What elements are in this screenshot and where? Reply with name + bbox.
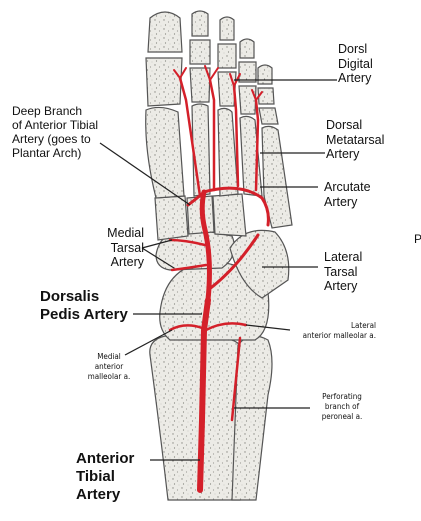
tarsal-bones <box>154 193 290 341</box>
metatarsal-vessel-2 <box>208 78 216 192</box>
digital-vessel-2 <box>204 65 219 81</box>
arcuate-vessel <box>202 186 270 227</box>
phalanx-bones <box>145 10 279 125</box>
label-medial-anterior-malleolar: Medial anterior malleolar a. <box>87 352 131 381</box>
toe-1-distal-phalanx <box>147 11 183 53</box>
metatarsal-3-bone <box>217 107 239 197</box>
toe-4-distal-phalanx <box>239 38 255 59</box>
label-lateral-anterior-malleolar: Lateral anterior malleolar a. <box>302 321 376 340</box>
toe-5-distal-phalanx <box>257 64 273 85</box>
metatarsal-vessel-4 <box>254 98 260 192</box>
label-edge-fragment: P <box>414 232 421 246</box>
label-arcuate-artery: Arcutate Artery <box>324 180 371 209</box>
medial-tarsal-vessel-1 <box>168 238 207 247</box>
cuneiform-medial-bone <box>154 195 189 241</box>
leg-bones <box>149 335 273 501</box>
medial-malleolar-vessel <box>168 324 204 332</box>
label-anterior-tibial-artery: Anterior Tibial Artery <box>76 450 135 503</box>
label-perforating-peroneal: Perforating branch of peroneal a. <box>321 392 363 421</box>
toe-1-proximal-phalanx <box>145 57 183 107</box>
leader-medial-malleolar <box>124 329 173 356</box>
leader-medial-tarsal-1 <box>141 239 173 249</box>
metatarsal-1-bone <box>145 106 185 199</box>
toe-3-middle-phalanx <box>217 43 237 69</box>
metatarsal-vessel-3 <box>232 84 240 188</box>
toe-3-distal-phalanx <box>219 16 235 41</box>
toe-2-distal-phalanx <box>191 10 209 37</box>
anterior-tibial-artery-vessel <box>197 297 211 493</box>
dorsalis-pedis-artery-vessel <box>199 189 212 303</box>
toe-2-proximal-phalanx <box>189 67 211 103</box>
leader-lateral-malleolar <box>245 324 291 331</box>
digital-vessel-4 <box>251 89 263 101</box>
metatarsal-2-bone <box>191 103 211 197</box>
label-dorsal-digital-artery: Dorsl Digital Artery <box>338 42 373 85</box>
toe-5-proximal-phalanx <box>258 107 279 125</box>
lateral-tarsal-vessel <box>206 233 260 292</box>
medial-tarsal-vessel-2 <box>170 263 208 272</box>
label-lateral-tarsal-artery: Lateral Tarsal Artery <box>324 250 363 293</box>
label-dorsalis-pedis-artery: Dorsalis Pedis Artery <box>40 288 128 323</box>
cuboid-bone <box>229 229 290 299</box>
metatarsal-vessel-1 <box>178 76 202 198</box>
label-dorsal-metatarsal-artery: Dorsal Metatarsal Artery <box>326 118 385 161</box>
lateral-malleolar-vessel <box>204 322 248 332</box>
label-medial-tarsal-artery: Medial Tarsal Artery <box>107 226 144 269</box>
cuneiform-lateral-bone <box>212 193 247 237</box>
arteries <box>168 65 270 493</box>
toe-5-middle-phalanx <box>257 87 275 105</box>
toe-4-middle-phalanx <box>238 61 257 83</box>
leader-lines <box>99 79 337 461</box>
leader-medial-tarsal-2 <box>141 247 175 269</box>
perforating-peroneal-vessel <box>230 336 242 422</box>
toe-2-middle-phalanx <box>189 39 211 65</box>
metatarsal-5-bone <box>261 125 293 229</box>
digital-vessel-1 <box>173 67 187 79</box>
leader-deep-branch <box>99 142 191 206</box>
toe-4-proximal-phalanx <box>238 85 257 115</box>
label-deep-branch: Deep Branch of Anterior Tibial Artery (g… <box>12 104 99 160</box>
